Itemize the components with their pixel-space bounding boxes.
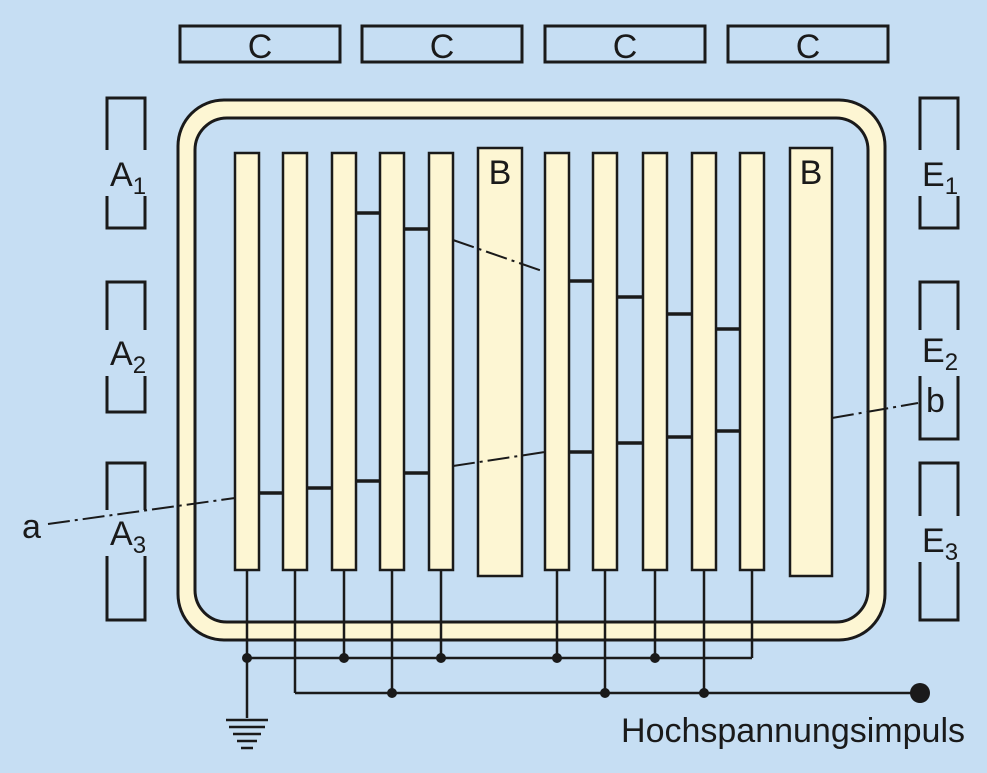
electrode-plate xyxy=(641,151,669,572)
a1-label: A1 xyxy=(110,156,146,200)
e1-label: E1 xyxy=(922,156,958,200)
high-voltage-label: Hochspannungsimpuls xyxy=(621,712,965,750)
c-label: C xyxy=(430,28,455,66)
b-plate xyxy=(788,146,834,578)
junction-dots xyxy=(242,653,709,698)
b-label: B xyxy=(800,154,823,192)
c-box xyxy=(543,24,707,64)
electrode-plate xyxy=(330,151,358,572)
c-boxes xyxy=(178,24,890,64)
ground-icon xyxy=(226,718,268,750)
c-box xyxy=(726,24,890,64)
c-label: C xyxy=(613,28,638,66)
c-label: C xyxy=(248,28,273,66)
electrode-plate xyxy=(427,151,455,572)
dash-dot-line xyxy=(452,239,546,273)
a2-label: A2 xyxy=(110,335,146,379)
e2-label: E2 xyxy=(922,332,958,376)
electrode-plate xyxy=(738,151,766,572)
electrode-plate xyxy=(543,151,571,572)
electrode-plate xyxy=(591,151,619,572)
e3-label: E3 xyxy=(922,522,958,566)
a3-label: A3 xyxy=(110,515,146,559)
b-label: B xyxy=(489,154,512,192)
electrode-plate xyxy=(690,151,718,572)
point-b-label: b xyxy=(926,382,945,420)
discharge-path-lower xyxy=(259,429,741,495)
c-box xyxy=(178,24,342,64)
b-plate xyxy=(476,146,524,578)
electrode-plate xyxy=(281,151,309,572)
c-box xyxy=(360,24,524,64)
electrode-plate xyxy=(233,151,261,572)
electrode-plate xyxy=(378,151,406,572)
dash-dot-lines xyxy=(47,402,919,525)
discharge-path-upper xyxy=(357,211,741,331)
point-a-label: a xyxy=(22,508,41,546)
c-label: C xyxy=(796,28,821,66)
terminal-dot-icon xyxy=(910,683,930,703)
